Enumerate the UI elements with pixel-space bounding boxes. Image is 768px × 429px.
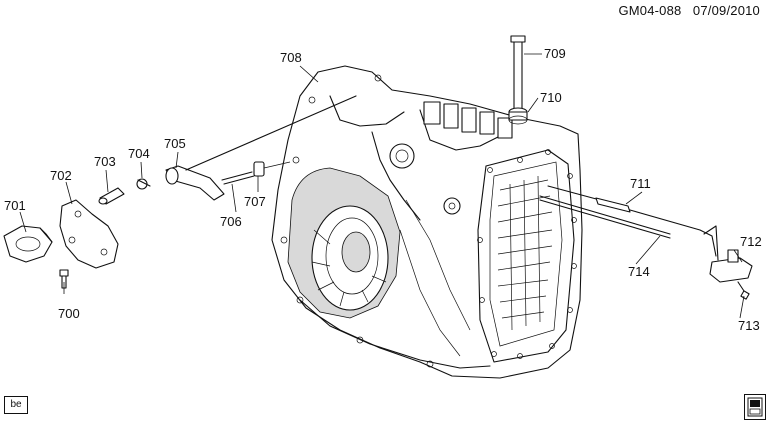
callout-labels: 701 702 700 703 704 705 706 707 708 709 … [4,46,762,333]
plate-702 [59,199,119,269]
rod-706 [221,171,255,185]
callout-708: 708 [280,50,302,65]
leader-lines [19,53,745,319]
callout-702: 702 [50,168,72,183]
switch-712 [703,225,753,283]
seal-710 [508,107,528,125]
callout-712: 712 [740,234,762,249]
diagram-header: GM04-088 07/09/2010 [618,3,760,18]
shaft-709 [510,35,526,111]
callout-705: 705 [164,136,186,151]
callout-711: 711 [630,176,651,191]
clip-704 [136,178,151,190]
bracket-701 [3,225,53,263]
diagram-code: GM04-088 [618,3,682,18]
callout-700: 700 [58,306,80,321]
diagram-date: 07/09/2010 [692,3,760,18]
callout-710: 710 [540,90,562,105]
callout-709: 709 [544,46,566,61]
callout-704: 704 [128,146,150,161]
callout-706: 706 [220,214,242,229]
language-badge: be [4,396,28,414]
callout-701: 701 [4,198,26,213]
callout-714: 714 [628,264,650,279]
gm-spo-logo [744,394,766,420]
callout-713: 713 [738,318,760,333]
rod-714 [539,195,671,239]
pin-703 [98,187,125,205]
callout-707: 707 [244,194,266,209]
bolt-713 [737,281,750,300]
lever-705 [165,95,357,201]
spring-707 [253,161,291,177]
callout-703: 703 [94,154,116,169]
